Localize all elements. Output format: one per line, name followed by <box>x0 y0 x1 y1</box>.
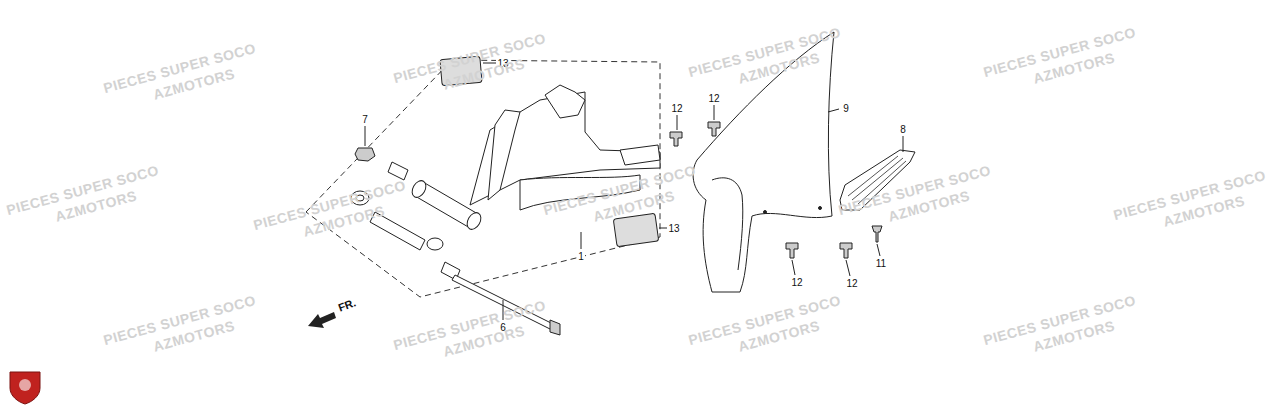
hugger-edge <box>712 178 743 270</box>
callout-number: 8 <box>899 124 907 135</box>
washer <box>427 238 443 250</box>
callout-number: 11 <box>875 258 887 269</box>
swingarm-bracket <box>545 85 585 118</box>
callout-number: 13 <box>667 223 680 234</box>
callout-number: 12 <box>845 278 858 289</box>
bolt <box>786 243 798 258</box>
hole <box>764 211 767 214</box>
bolt-head <box>550 320 560 335</box>
bolt <box>670 132 682 146</box>
nut <box>355 148 375 161</box>
group-outline <box>306 60 660 297</box>
logo-mark <box>19 379 31 391</box>
logo-shield <box>10 372 40 404</box>
callout-number: 1 <box>577 251 585 262</box>
chain-slider-mount <box>620 145 660 165</box>
callout-number: 12 <box>670 103 683 114</box>
leader-lines <box>365 63 903 320</box>
bolt <box>840 243 852 258</box>
callout-number: 9 <box>842 103 850 114</box>
tube-end <box>464 210 483 232</box>
hole <box>819 207 822 210</box>
rubber-pad <box>613 213 658 247</box>
callout-number: 12 <box>790 277 803 288</box>
screw <box>872 226 882 242</box>
direction-label: FR. <box>337 296 358 313</box>
front-arrow <box>308 312 336 328</box>
tube-end <box>409 178 428 200</box>
callout-number: 7 <box>361 114 369 125</box>
shock-mount <box>488 110 520 200</box>
callout-number: 12 <box>707 93 720 104</box>
bolt <box>708 122 720 136</box>
